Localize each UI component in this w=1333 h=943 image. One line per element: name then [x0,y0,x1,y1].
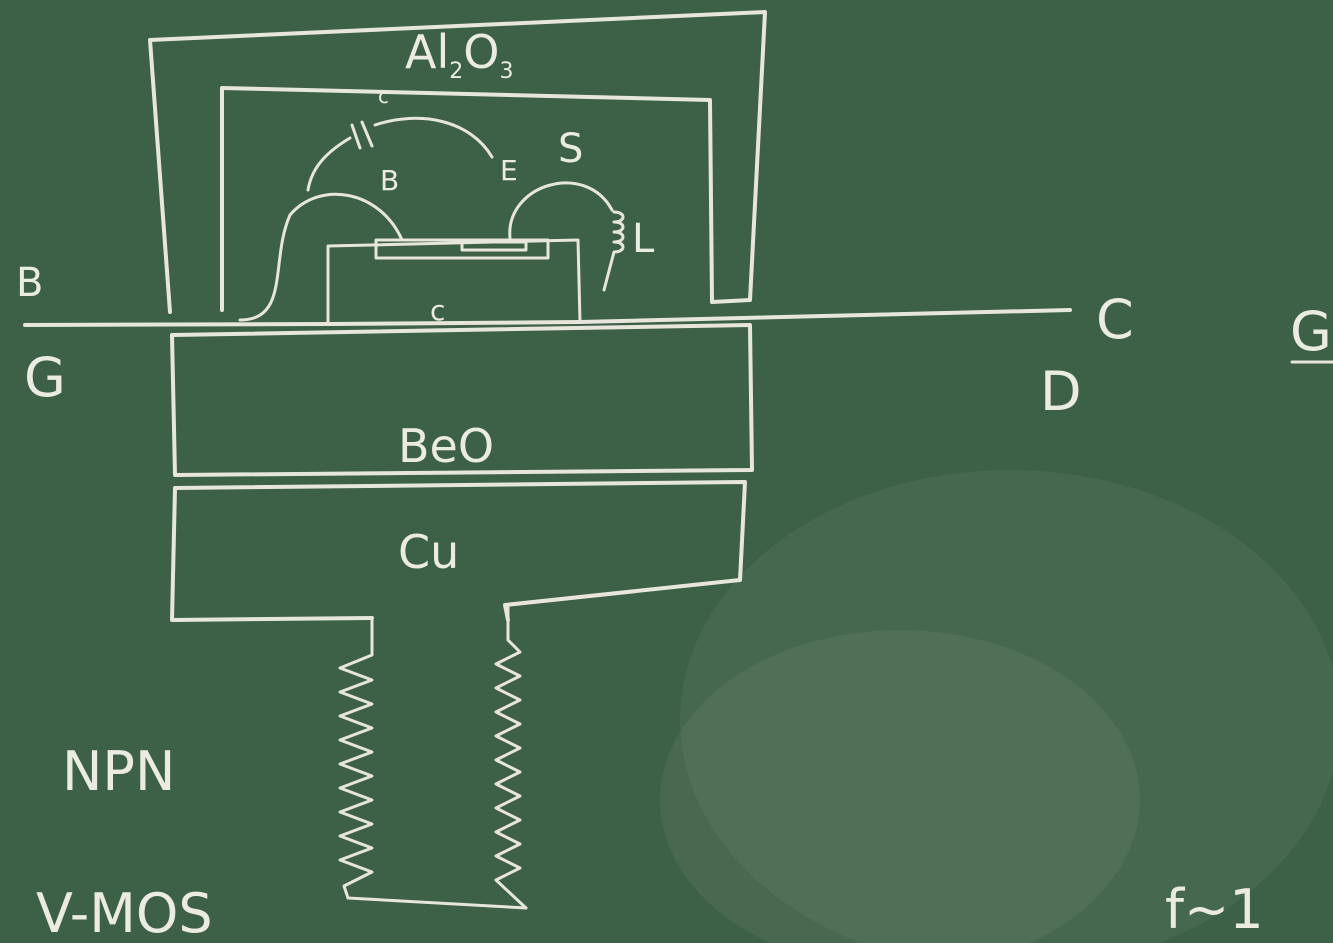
capacitor-symbol [350,120,374,150]
bond-wire-capacitor-right [373,116,494,159]
al2o3-label: Al2O3 [405,25,513,84]
chip-block [326,238,582,326]
chip-contact [460,240,528,252]
terminal-d-label: D [1040,360,1082,423]
cu-fin-bottom [346,896,528,910]
capacitor-label: c [378,84,389,108]
eraser-smudge [660,470,1333,943]
chip-collector-label: c [430,294,445,327]
cu-fin-right [494,603,528,910]
beo-block [170,323,754,477]
terminal-c-label: C [1096,288,1134,351]
bond-wire-emitter [508,181,614,240]
terminal-g-label: G [24,346,66,409]
terminal-g-edge-label: G [1290,300,1332,363]
vmos-label: V-MOS [36,882,213,943]
lead-line [23,308,1072,327]
cu-heatsink [170,480,747,622]
source-label: S [558,126,583,172]
bond-wire-capacitor-left [306,136,352,192]
base-wire-label: B [380,164,399,197]
terminal-b-label: B [16,260,43,306]
beo-label: BeO [398,419,494,473]
formula-label: f~1 [1165,878,1264,941]
npn-label: NPN [62,740,175,803]
bond-wire-base [238,192,404,322]
inductor-coil [602,210,625,292]
cu-label: Cu [398,525,459,579]
al2o3-cap [148,10,767,314]
chip-top-pad [374,238,550,260]
cu-fin-left [338,616,374,900]
emitter-label: E [500,154,518,187]
inductor-label: L [632,216,655,262]
